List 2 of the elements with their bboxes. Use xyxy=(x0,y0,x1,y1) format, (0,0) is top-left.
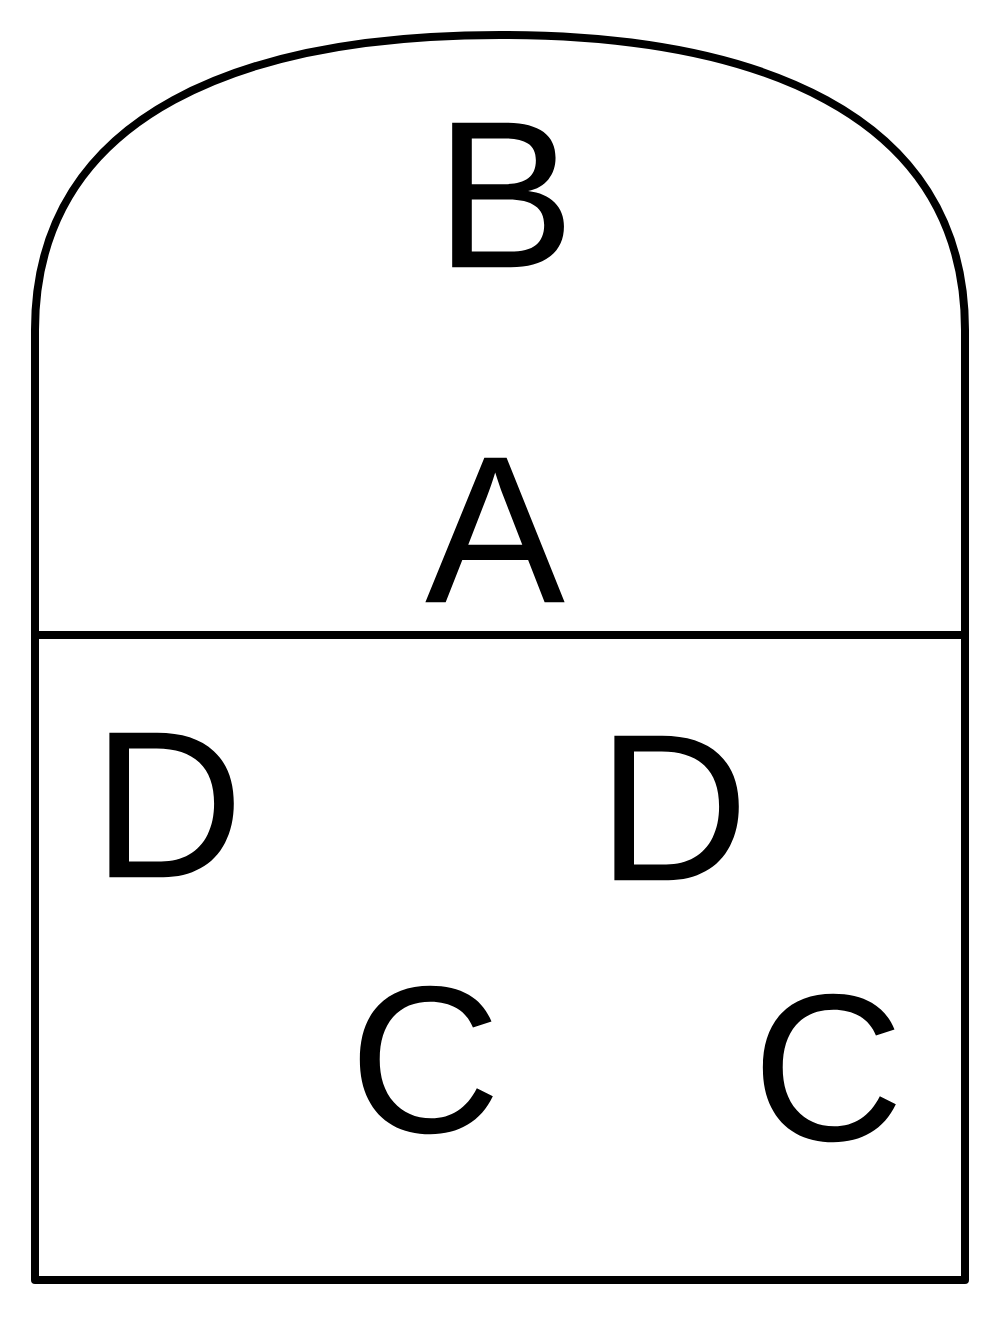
rectangle-region: D D C C xyxy=(31,631,969,1284)
dome-region: B A xyxy=(31,31,969,635)
